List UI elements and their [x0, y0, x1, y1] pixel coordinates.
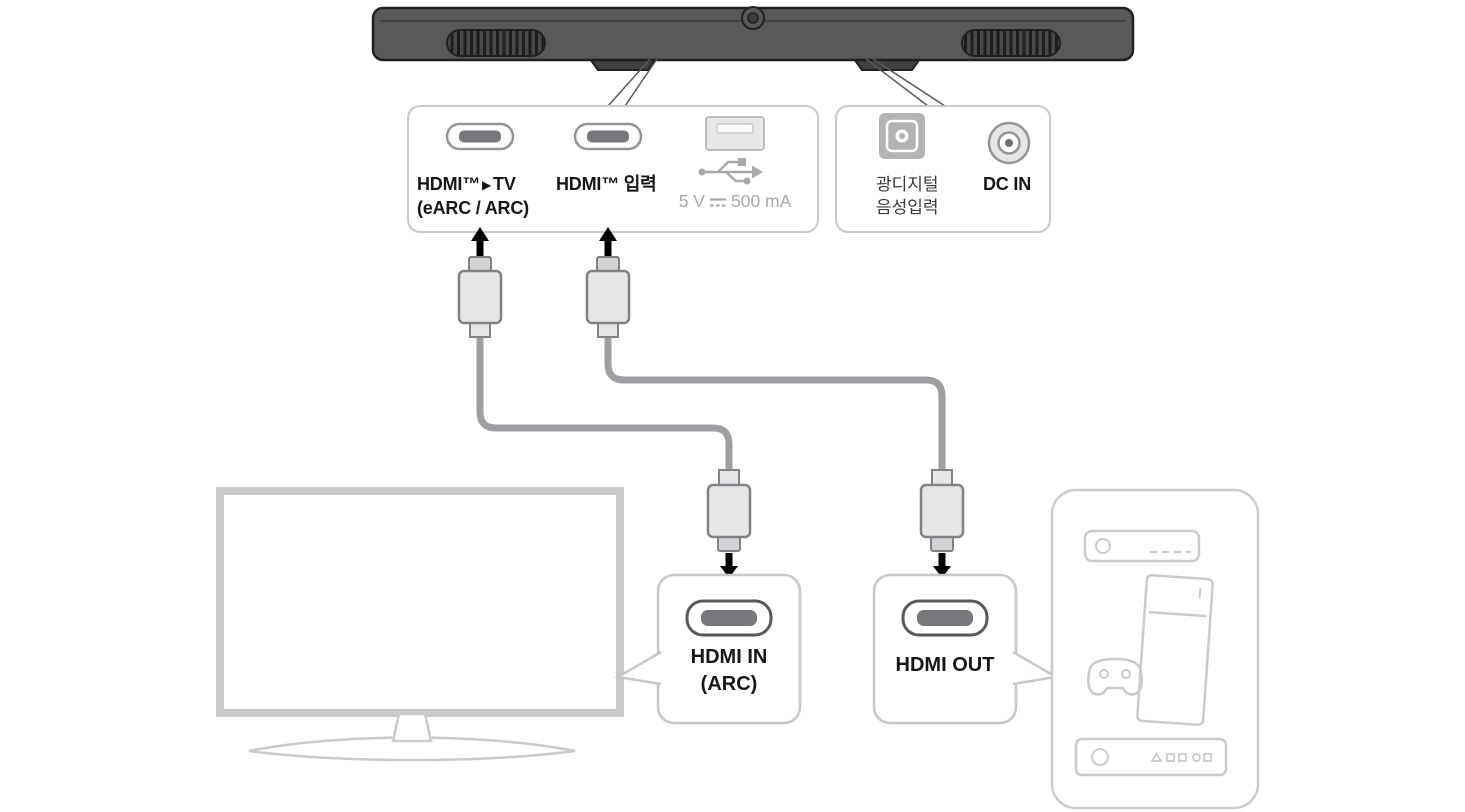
hdmi-connector-up-left-icon [457, 256, 503, 338]
hdmi-in-label-line2: (ARC) [700, 673, 758, 695]
arrow-up-left-icon [471, 227, 489, 256]
arrow-down-right-icon [933, 553, 951, 578]
hdmi-tv-port-icon [445, 122, 515, 151]
hdmi-in-box [614, 573, 802, 725]
optical-port-label: 광디지털 음성입력 [876, 173, 939, 219]
arrow-down-left-icon [720, 553, 738, 578]
usb-port-icon [705, 116, 765, 151]
dc-in-jack-icon [987, 121, 1031, 165]
usb-rating-voltage: 5 V [678, 191, 705, 211]
direct-current-icon [709, 198, 726, 207]
callout-line-right [865, 58, 946, 107]
tv-icon [216, 487, 624, 762]
hdmi-in-label: HDMI IN (ARC) [658, 644, 800, 698]
hdmi-connector-up-right-icon [585, 256, 631, 338]
hdmi-in-label-line1: HDMI IN [690, 646, 768, 668]
arrow-right-glyph: ▶ [482, 178, 492, 192]
hdmi-out-port-icon [901, 599, 989, 637]
hdmi-tv-brand-text: HDMI™ [417, 174, 480, 194]
hdmi-in-port-icon [685, 599, 773, 637]
speaker-grille-left-icon [446, 29, 546, 57]
usb-symbol-icon [698, 158, 763, 185]
devices-panel [1050, 488, 1260, 810]
arrow-up-right-icon [599, 227, 617, 256]
hdmi-input-port-label: HDMI™ 입력 [556, 174, 657, 194]
speaker-grille-right-icon [961, 29, 1061, 57]
hdmi-out-box [872, 573, 1060, 725]
hdmi-input-port-icon [573, 122, 643, 151]
dc-in-label: DC IN [983, 174, 1031, 194]
hdmi-tv-port-label-line1: HDMI™▶TV [417, 173, 529, 197]
game-console-icon [1087, 573, 1214, 727]
hdmi-cable-to-tv [476, 332, 733, 476]
hdmi-out-label: HDMI OUT [895, 654, 995, 676]
hdmi-tv-port-label-line2: (eARC / ARC) [417, 198, 529, 218]
hdmi-tv-port-label: HDMI™▶TV (eARC / ARC) [417, 173, 529, 220]
usb-rating-label: 5 V 500 mA [649, 191, 821, 212]
optical-port-icon [879, 113, 925, 159]
hdmi-connector-down-left-icon [706, 469, 752, 552]
soundbar-top-ring-inner-icon [747, 12, 759, 24]
callout-line-left [607, 58, 658, 107]
soundbar-illustration [371, 6, 1135, 71]
hdmi-cable-to-device [604, 332, 946, 476]
optical-port-label-line1: 광디지털 [876, 175, 939, 194]
dvd-player-icon [1074, 737, 1228, 777]
optical-port-label-line2: 음성입력 [876, 198, 939, 217]
settop-box-icon [1083, 529, 1201, 563]
hdmi-tv-target-text: TV [493, 174, 516, 194]
hdmi-connector-down-right-icon [919, 469, 965, 552]
usb-rating-current: 500 mA [730, 191, 792, 211]
